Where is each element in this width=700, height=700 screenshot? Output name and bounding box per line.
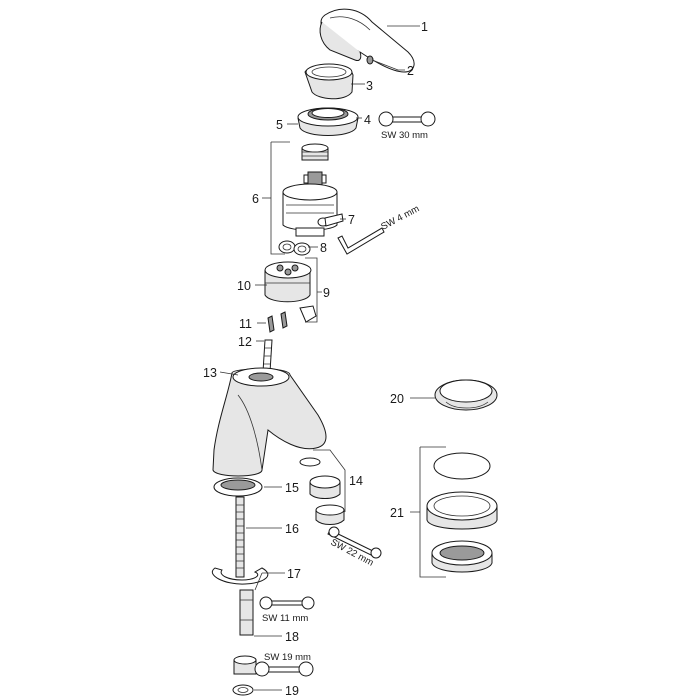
tool-label-sw11: SW 11 mm bbox=[262, 613, 308, 624]
callout-14: 14 bbox=[349, 474, 363, 488]
leader-lines bbox=[219, 25, 446, 691]
tool-label-sw4: SW 4 mm bbox=[379, 203, 421, 232]
allen-key-sw4 bbox=[337, 227, 385, 255]
callout-16: 16 bbox=[285, 522, 299, 536]
part-11-pins bbox=[267, 311, 288, 333]
callout-15: 15 bbox=[285, 481, 299, 495]
callout-11: 11 bbox=[239, 317, 252, 331]
wrench-sw11 bbox=[259, 596, 315, 610]
callout-9: 9 bbox=[323, 286, 330, 300]
part-18-fixing-rod bbox=[239, 589, 254, 636]
part-14-aerator bbox=[299, 457, 345, 525]
callout-7: 7 bbox=[348, 213, 355, 227]
part-21-waste-set bbox=[426, 452, 498, 573]
part-20-drain-cover bbox=[434, 379, 498, 411]
callout-20: 20 bbox=[390, 392, 404, 406]
callout-12: 12 bbox=[238, 335, 252, 349]
part-19-washer bbox=[232, 684, 254, 696]
part-5-nut bbox=[297, 107, 359, 136]
part-12-spindle bbox=[262, 339, 273, 373]
callout-18: 18 bbox=[285, 630, 299, 644]
callout-17: 17 bbox=[287, 567, 301, 581]
callout-10: 10 bbox=[237, 279, 251, 293]
callout-2: 2 bbox=[407, 64, 414, 78]
wrench-sw19 bbox=[254, 661, 314, 677]
tool-label-sw30: SW 30 mm bbox=[381, 130, 428, 141]
callout-6: 6 bbox=[252, 192, 259, 206]
callout-3: 3 bbox=[366, 79, 373, 93]
wrench-sw22 bbox=[327, 526, 382, 559]
callout-4: 4 bbox=[364, 113, 371, 127]
part-hex-nut bbox=[233, 655, 257, 675]
tool-label-sw19: SW 19 mm bbox=[264, 652, 311, 663]
callout-labels: 1 2 3 4 5 6 7 8 9 10 11 12 13 14 15 16 1… bbox=[203, 20, 428, 698]
part-17-horseshoe-plate bbox=[212, 567, 269, 585]
part-8-o-rings bbox=[278, 240, 311, 256]
part-10-valve-block bbox=[264, 261, 312, 303]
callout-21: 21 bbox=[390, 506, 404, 520]
callout-1: 1 bbox=[421, 20, 428, 34]
part-1-lever-handle bbox=[319, 8, 415, 73]
part-7-screw bbox=[317, 213, 344, 227]
callout-5: 5 bbox=[276, 118, 283, 132]
callout-19: 19 bbox=[285, 684, 299, 698]
part-13-mixer-body bbox=[212, 367, 327, 477]
wrench-sw30 bbox=[378, 111, 436, 127]
part-16-threaded-rod bbox=[235, 496, 245, 578]
callout-8: 8 bbox=[320, 241, 327, 255]
part-15-base-gasket bbox=[213, 477, 263, 497]
part-9-clip bbox=[299, 305, 317, 323]
callout-13: 13 bbox=[203, 366, 217, 380]
part-3-cover-ring bbox=[304, 63, 354, 100]
